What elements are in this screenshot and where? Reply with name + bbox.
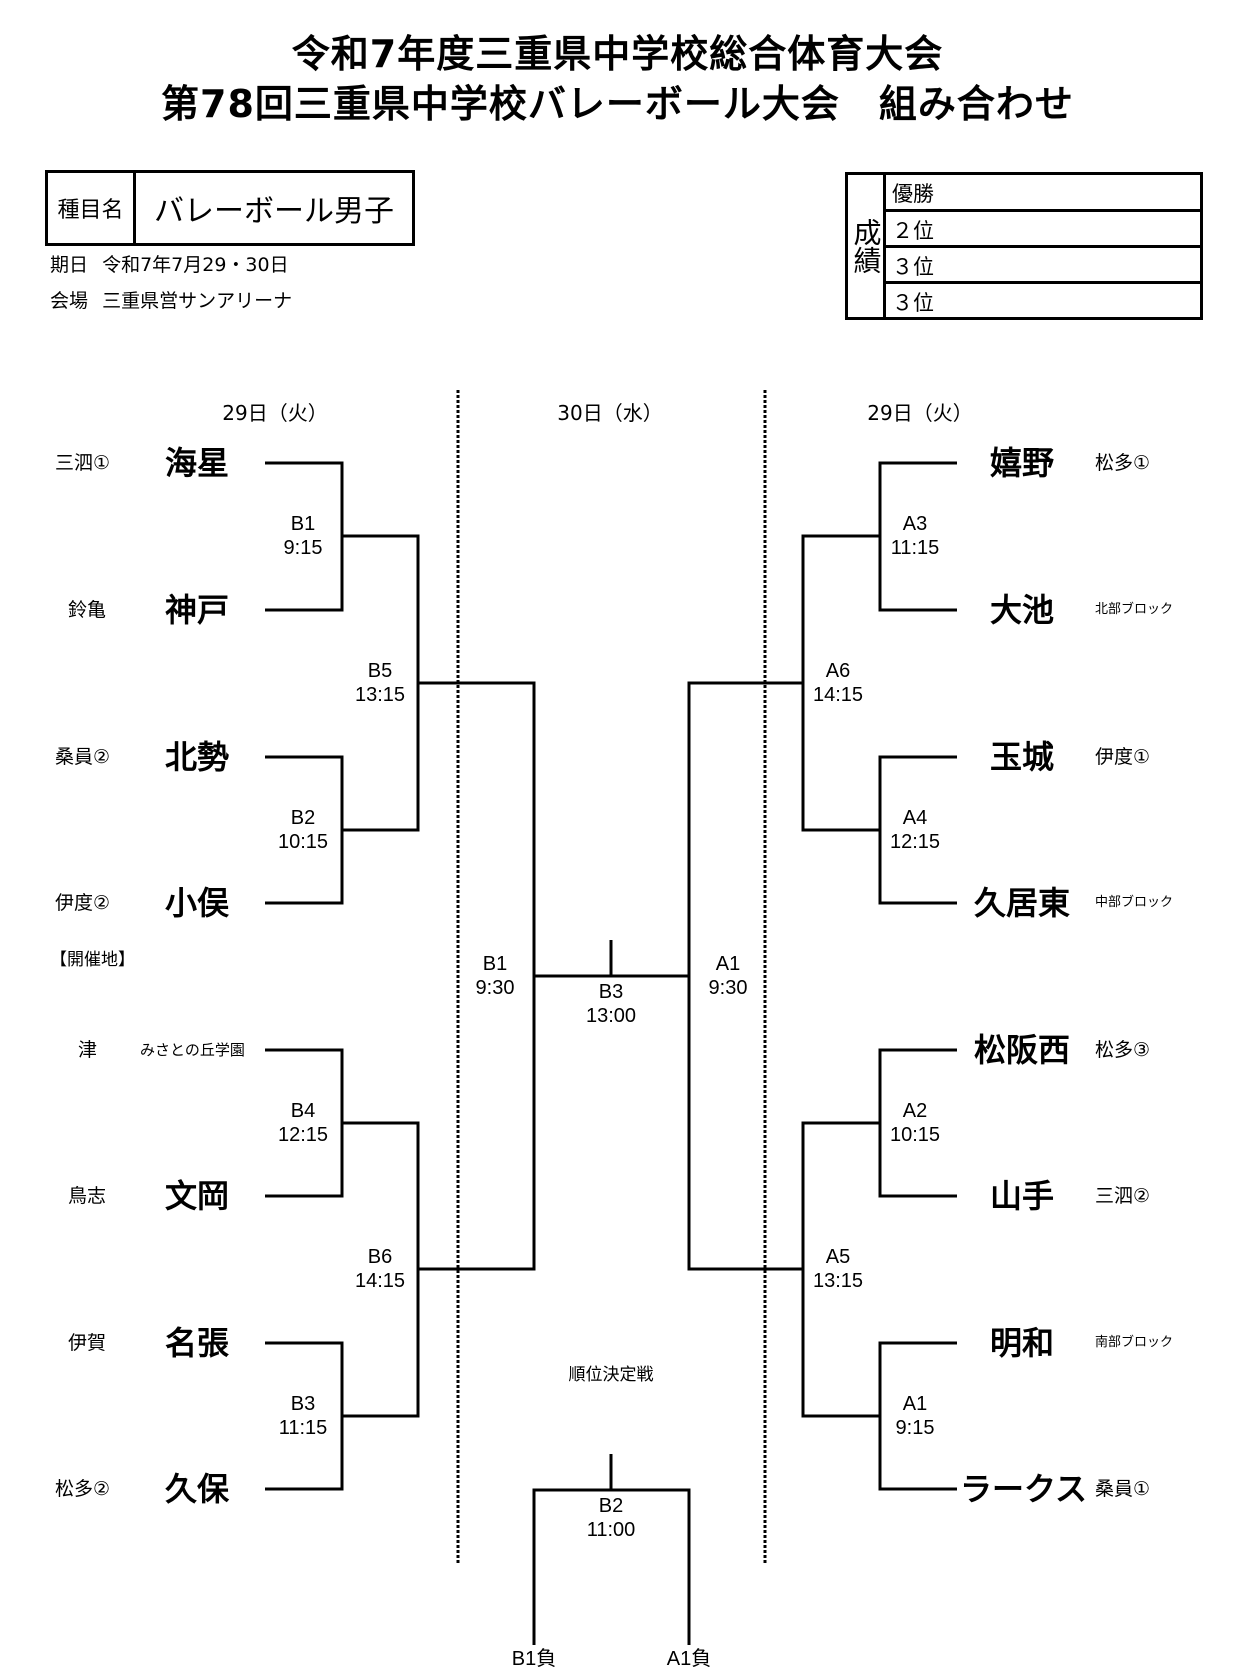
event-box: 種目名 バレーボール男子	[45, 170, 415, 246]
team-region: 中部ブロック	[1095, 895, 1174, 910]
result-row: ３位	[892, 291, 934, 315]
date-row: 期日 令和7年7月29・30日	[50, 250, 289, 277]
team-name: 神戸	[165, 591, 230, 629]
team-region: 鈴亀	[68, 599, 107, 621]
result-row: 優勝	[886, 175, 1200, 212]
team-name: 大池	[990, 591, 1055, 629]
event-value: バレーボール男子	[154, 194, 394, 229]
team-row: 三泗① 海星	[30, 443, 275, 483]
team-name: 海星	[165, 444, 230, 482]
team-region: 伊度①	[1095, 746, 1151, 768]
team-region: 伊度②	[55, 892, 111, 914]
venue-label: 会場	[50, 290, 89, 312]
team-row: 玉城 伊度①	[960, 737, 1220, 777]
team-name: 北勢	[165, 738, 230, 776]
team-region: 津	[78, 1039, 98, 1061]
team-row: 大池 北部ブロック	[960, 590, 1220, 630]
venue-row: 会場 三重県営サンアリーナ	[50, 286, 292, 313]
team-region: 伊賀	[68, 1332, 107, 1354]
team-row: 津 みさとの丘学園	[30, 1030, 275, 1070]
team-row: 伊度② 小俣	[30, 883, 275, 923]
day-header-center: 30日（水）	[557, 401, 663, 425]
team-name: 小俣	[165, 884, 230, 922]
result-row: ３位	[886, 248, 1200, 284]
team-name: 嬉野	[990, 444, 1055, 482]
date-label: 期日	[50, 254, 89, 276]
team-row: 鈴亀 神戸	[30, 590, 275, 630]
date-value: 令和7年7月29・30日	[102, 254, 289, 276]
team-name: 久保	[165, 1470, 230, 1508]
team-name: 山手	[990, 1177, 1055, 1215]
team-row: 松多② 久保	[30, 1469, 275, 1509]
team-row: 伊賀 名張	[30, 1323, 275, 1363]
host-note: 【開催地】	[50, 950, 135, 970]
team-name: 松阪西	[974, 1031, 1071, 1069]
team-region: 松多③	[1095, 1039, 1151, 1061]
placement-entry-right: A1負	[666, 1648, 712, 1670]
team-row: 桑員② 北勢	[30, 737, 275, 777]
team-row: 松阪西 松多③	[960, 1030, 1220, 1070]
team-name: 文岡	[165, 1177, 230, 1215]
team-name: 玉城	[990, 738, 1055, 776]
team-name: 明和	[990, 1324, 1055, 1362]
team-row: 鳥志 文岡	[30, 1176, 275, 1216]
team-row: 久居東 中部ブロック	[960, 883, 1220, 923]
team-name: 久居東	[974, 884, 1071, 922]
team-name: 名張	[165, 1324, 230, 1362]
team-region: 南部ブロック	[1095, 1335, 1174, 1350]
title-line-1: 令和7年度三重県中学校総合体育大会	[291, 32, 944, 76]
results-box: 成績 優勝 ２位 ３位 ３位	[845, 172, 1203, 320]
team-region: 松多②	[55, 1478, 111, 1500]
day-header-right: 29日（火）	[867, 401, 973, 425]
team-row: ラークス 桑員①	[960, 1469, 1220, 1509]
day-header-left: 29日（火）	[222, 401, 328, 425]
team-region: 桑員①	[1095, 1478, 1151, 1500]
team-name: みさとの丘学園	[140, 1041, 245, 1059]
venue-value: 三重県営サンアリーナ	[102, 290, 293, 312]
team-region: 三泗①	[55, 452, 111, 474]
title-line-2: 第78回三重県中学校バレーボール大会 組み合わせ	[161, 82, 1074, 126]
team-row: 山手 三泗②	[960, 1176, 1220, 1216]
team-name: ラークス	[960, 1470, 1088, 1508]
team-row: 明和 南部ブロック	[960, 1323, 1220, 1363]
team-region: 桑員②	[55, 746, 111, 768]
team-region: 北部ブロック	[1095, 602, 1174, 617]
team-region: 鳥志	[68, 1185, 107, 1207]
event-label: 種目名	[57, 198, 124, 223]
team-region: 松多①	[1095, 452, 1151, 474]
team-row: 嬉野 松多①	[960, 443, 1220, 483]
team-region: 三泗②	[1095, 1185, 1151, 1207]
placement-title: 順位決定戦	[568, 1365, 654, 1385]
result-row: ２位	[886, 212, 1200, 248]
placement-entry-left: B1負	[511, 1648, 557, 1670]
results-label: 成績	[849, 218, 883, 274]
